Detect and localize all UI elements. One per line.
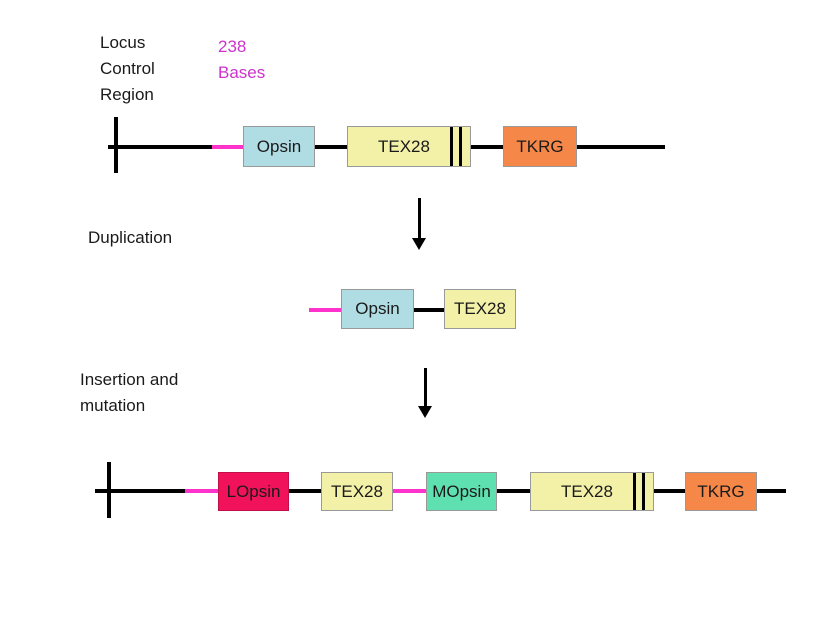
mopsin-gene-box: MOpsin — [426, 472, 497, 511]
backbone-line — [497, 489, 530, 493]
locus-control-region-label: Locus Control Region — [100, 33, 155, 104]
tkrg-gene-box: TKRG — [503, 126, 577, 167]
backbone-line — [414, 308, 444, 312]
spacer-238-line — [212, 145, 243, 149]
down-arrow-icon — [418, 368, 432, 418]
double-bar-marker — [633, 473, 645, 510]
gene-label: TKRG — [697, 481, 745, 501]
down-arrow-icon — [412, 198, 426, 250]
backbone-line — [289, 489, 321, 493]
gene-label: TEX28 — [454, 299, 506, 318]
gene-label: TEX28 — [378, 136, 430, 156]
backbone-line — [471, 145, 503, 149]
backbone-line — [577, 145, 665, 149]
backbone-line — [108, 145, 212, 149]
opsin-gene-box: Opsin — [341, 289, 414, 329]
gene-label: Opsin — [256, 136, 302, 156]
backbone-line — [654, 489, 685, 493]
spacer-238-line — [185, 489, 218, 493]
backbone-line — [95, 489, 185, 493]
gene-label: Opsin — [355, 299, 400, 318]
backbone-line — [315, 145, 347, 149]
tex28-gene-box: TEX28 — [347, 126, 471, 167]
tex28-gene-box: TEX28 — [530, 472, 654, 511]
gene-label: LOpsin — [226, 481, 281, 501]
gene-label: TEX28 — [331, 481, 383, 501]
gene-label: TEX28 — [561, 481, 613, 501]
tkrg-gene-box: TKRG — [685, 472, 757, 511]
insertion-mutation-label: Insertion and mutation — [80, 370, 179, 415]
duplication-label: Duplication — [88, 228, 173, 247]
spacer-238-line — [309, 308, 341, 312]
238-bases-label: 238 Bases — [218, 37, 266, 82]
gene-label: MOpsin — [432, 481, 491, 501]
spacer-238-line — [393, 489, 426, 493]
tex28-gene-box: TEX28 — [321, 472, 393, 511]
opsin-gene-box: Opsin — [243, 126, 315, 167]
tex28-gene-box: TEX28 — [444, 289, 516, 329]
gene-label: TKRG — [516, 136, 564, 156]
double-bar-marker — [450, 127, 462, 166]
backbone-line — [757, 489, 786, 493]
lopsin-gene-box: LOpsin — [218, 472, 289, 511]
